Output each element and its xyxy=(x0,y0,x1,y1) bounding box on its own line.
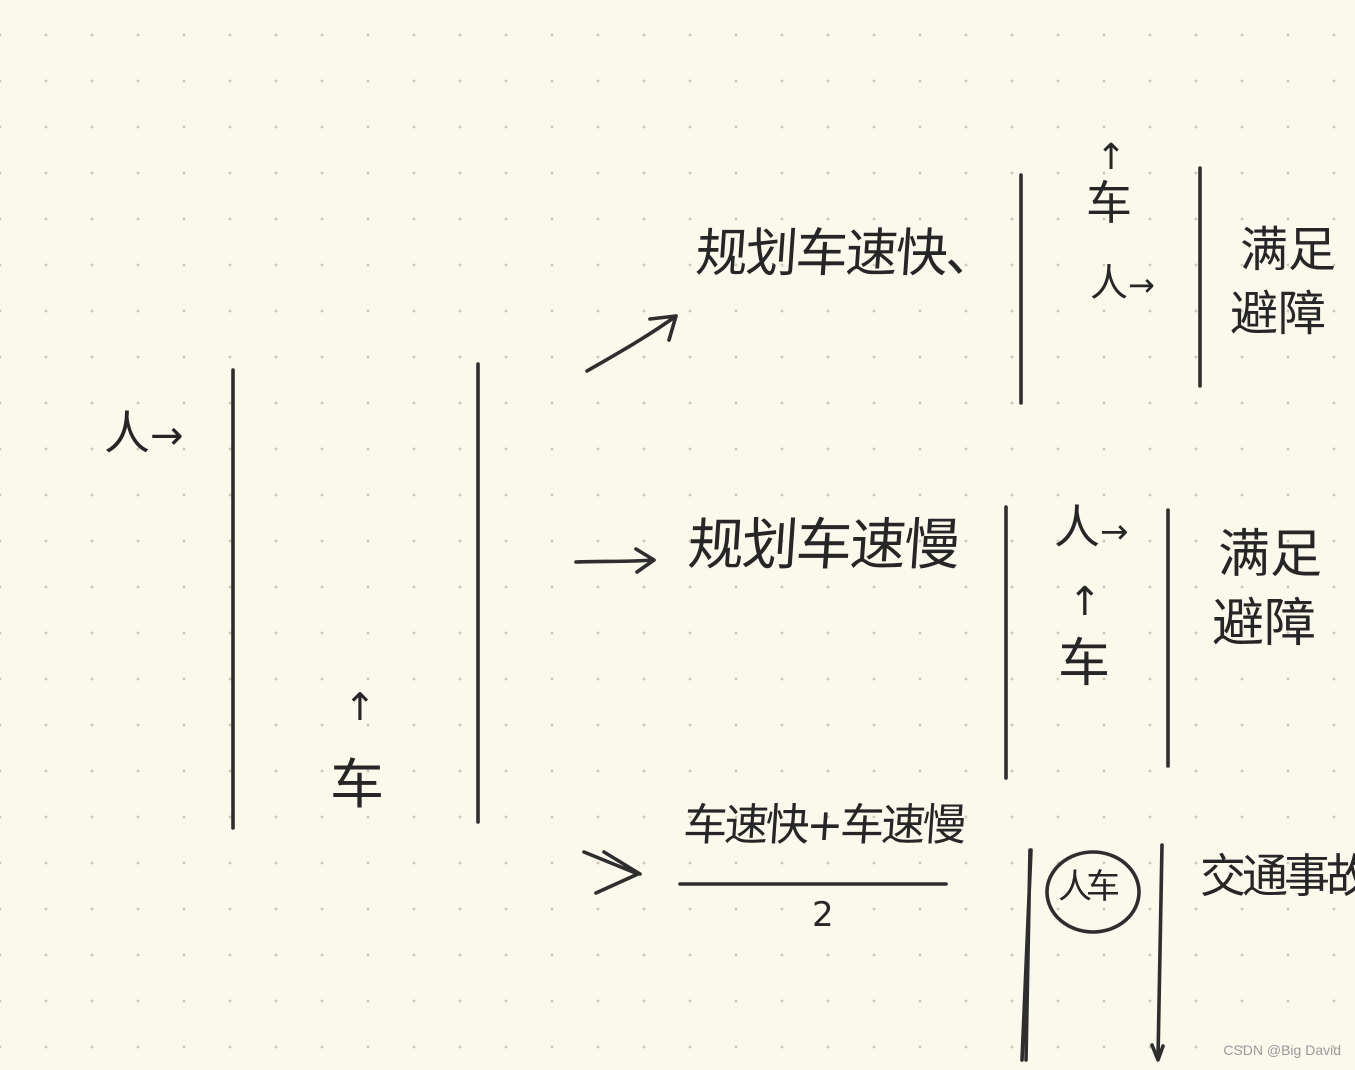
collision-mark: 人车 xyxy=(1058,867,1120,907)
avg-denominator: 2 xyxy=(812,895,834,935)
slow-result-line1: 满足 xyxy=(1218,525,1323,585)
left-person-label: 人 xyxy=(104,406,150,460)
fast-branch-label: 规划车速快、 xyxy=(693,224,998,284)
slow-branch-label: 规划车速慢 xyxy=(685,513,961,578)
left-car-arrow-icon: ↑ xyxy=(344,685,376,729)
slow-person: 人→ xyxy=(1054,504,1129,550)
left-person: 人→ xyxy=(104,410,184,456)
avg-road-left xyxy=(1020,848,1033,1062)
fast-result-line2: 避障 xyxy=(1230,286,1327,343)
slow-car-arrow-icon: ↑ xyxy=(1068,579,1102,625)
fast-car: 车 xyxy=(1086,176,1132,230)
avg-road-right xyxy=(1150,843,1165,1062)
slow-person-arrow-icon: → xyxy=(1100,512,1129,552)
slow-result-line2: 避障 xyxy=(1212,593,1317,654)
collision-circle xyxy=(1045,850,1141,934)
fast-person-arrow-icon: → xyxy=(1128,266,1155,304)
slow-person-label: 人 xyxy=(1054,500,1100,554)
avg-result: 交通事故 xyxy=(1200,849,1355,903)
left-car: 车 xyxy=(330,753,384,816)
arrow-to-slow xyxy=(574,547,656,574)
fast-person: 人→ xyxy=(1090,264,1155,302)
arrow-to-fast xyxy=(585,314,678,373)
slow-car: 车 xyxy=(1058,634,1111,694)
fast-result-line1: 满足 xyxy=(1240,222,1337,278)
slow-result: 满足 避障 xyxy=(1212,528,1322,651)
fast-result: 满足 避障 xyxy=(1230,225,1336,340)
left-person-arrow-icon: → xyxy=(150,413,184,459)
arrow-to-avg xyxy=(582,850,642,895)
avg-numerator: 车速快+车速慢 xyxy=(681,800,966,851)
watermark: CSDN @Big David xyxy=(1223,1042,1341,1058)
fast-person-label: 人 xyxy=(1090,261,1129,305)
fast-car-arrow-icon: ↑ xyxy=(1096,137,1127,178)
